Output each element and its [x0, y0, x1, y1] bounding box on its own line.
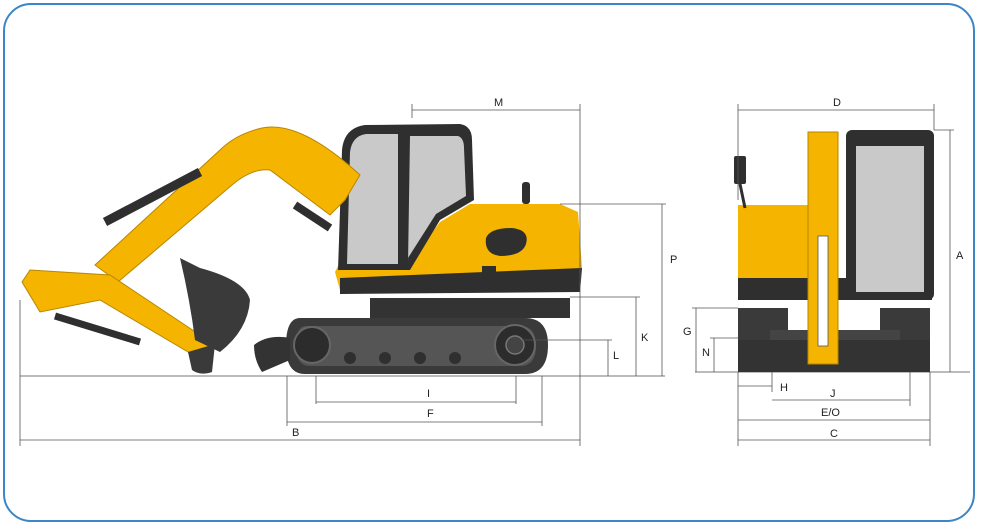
dimension-label-h: H — [780, 382, 788, 394]
front-cab-glass — [856, 146, 924, 292]
bucket-cylinder — [53, 312, 142, 346]
diagram-frame — [3, 3, 975, 522]
dimension-label-j: J — [830, 388, 836, 400]
front-view — [692, 104, 970, 446]
dimension-label-p: P — [670, 254, 678, 266]
cab — [338, 124, 474, 270]
boom — [94, 126, 361, 283]
bucket-linkage — [188, 344, 215, 374]
boom-cylinder — [292, 201, 333, 232]
side-dimension-lines — [19, 104, 666, 446]
arm-cylinder — [102, 168, 203, 226]
dimension-label-b: B — [292, 427, 300, 439]
crawler-track — [286, 318, 548, 374]
dimension-label-g: G — [683, 326, 692, 338]
side-view — [19, 104, 666, 446]
dimension-label-k: K — [641, 332, 649, 344]
dozer-blade — [254, 336, 290, 372]
bucket — [180, 258, 250, 352]
dimension-label-d: D — [833, 97, 841, 109]
mirror — [734, 156, 746, 184]
dimension-label-a: A — [956, 250, 964, 262]
front-dimension-lines — [692, 104, 954, 446]
dimension-label-l: L — [613, 350, 620, 362]
front-boom-cylinder — [817, 235, 829, 347]
dimension-label-m: M — [494, 97, 504, 109]
dimension-label-n: N — [702, 347, 710, 359]
dimension-label-c: C — [830, 428, 838, 440]
undercarriage — [370, 298, 570, 318]
dimension-label-eo: E/O — [821, 407, 840, 419]
dimension-label-f: F — [427, 408, 434, 420]
dimension-label-i: I — [427, 388, 431, 400]
